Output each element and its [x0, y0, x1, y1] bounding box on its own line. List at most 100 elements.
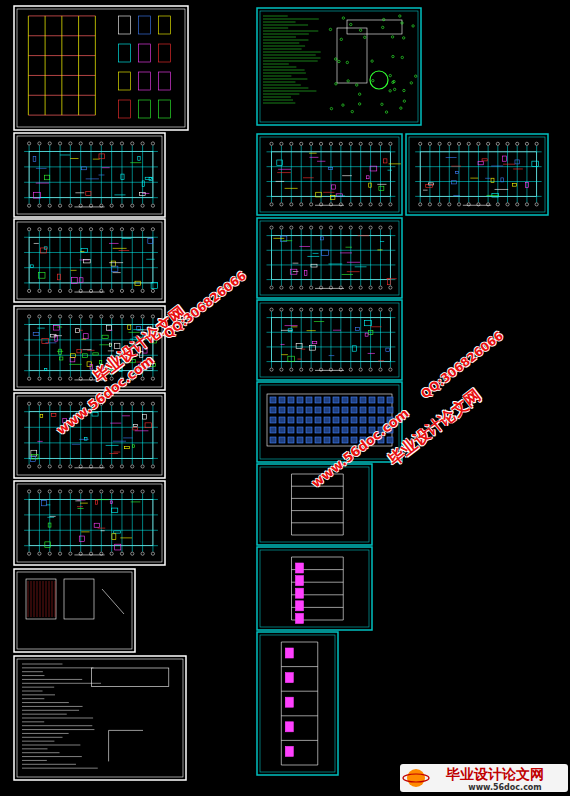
- drawing-line: [343, 474, 344, 535]
- axis-bubble: [151, 142, 154, 145]
- drawing-rect: [328, 168, 332, 170]
- tree-symbol: [385, 111, 387, 113]
- drawing-line: [449, 146, 450, 203]
- axis-bubble: [58, 204, 61, 207]
- drawing-line: [283, 240, 293, 241]
- drawing-rect: [369, 183, 371, 187]
- drawing-rect: [44, 175, 49, 180]
- tree-symbol: [400, 107, 402, 109]
- drawing-rect: [17, 659, 183, 777]
- tree-symbol: [372, 79, 374, 81]
- sheet-border: [14, 6, 188, 130]
- drawing-rect: [109, 343, 111, 346]
- drawing-line: [446, 157, 457, 158]
- drawing-rect: [285, 722, 293, 732]
- drawing-line: [78, 16, 79, 115]
- axis-bubble: [329, 308, 332, 311]
- drawing-rect: [79, 536, 84, 541]
- axis-bubble: [89, 142, 92, 145]
- drawing-rect: [322, 250, 329, 255]
- drawing-line: [267, 346, 396, 347]
- drawing-line: [142, 231, 143, 289]
- axis-bubble: [58, 289, 61, 292]
- drawing-line: [22, 721, 44, 722]
- drawing-line: [22, 737, 63, 738]
- axis-bubble: [141, 204, 144, 207]
- drawing-line: [346, 247, 352, 248]
- drawing-rect: [409, 137, 545, 212]
- drawing-line: [111, 406, 112, 465]
- drawing-line: [340, 312, 341, 368]
- axis-bubble: [69, 204, 72, 207]
- axis-bubble: [319, 368, 322, 371]
- axis-bubble: [329, 142, 332, 145]
- drawing-rect: [324, 397, 330, 403]
- axis-bubble: [38, 315, 41, 318]
- drawing-line: [342, 274, 353, 275]
- drawing-line: [24, 166, 158, 167]
- drawing-line: [451, 166, 461, 167]
- drawing-line: [360, 312, 361, 368]
- drawing-line: [146, 259, 154, 260]
- drawing-rect: [260, 137, 399, 212]
- axis-bubble: [28, 228, 31, 231]
- drawing-rect: [315, 397, 321, 403]
- axis-bubble: [310, 142, 313, 145]
- drawing-rect: [128, 325, 131, 330]
- sheet-border: [257, 632, 338, 775]
- drawing-rect: [42, 339, 48, 344]
- drawing-line: [70, 493, 71, 551]
- drawing-rect: [33, 332, 39, 335]
- drawing-line: [101, 530, 105, 531]
- drawing-rect: [81, 249, 87, 253]
- axis-bubble: [496, 203, 499, 206]
- drawing-rect: [297, 407, 303, 413]
- drawing-line: [267, 196, 396, 197]
- drawing-line: [22, 764, 76, 765]
- drawing-rect: [48, 523, 51, 527]
- axis-bubble: [48, 552, 51, 555]
- drawing-rect: [26, 579, 56, 619]
- axis-bubble: [110, 204, 113, 207]
- drawing-line: [263, 43, 299, 44]
- drawing-line: [311, 230, 312, 286]
- axis-bubble: [141, 402, 144, 405]
- drawing-rect: [288, 407, 294, 413]
- drawing-line: [75, 192, 84, 193]
- drawing-rect: [324, 427, 330, 433]
- axis-bubble: [28, 289, 31, 292]
- drawing-line: [415, 181, 541, 182]
- axis-bubble: [38, 142, 41, 145]
- drawing-line: [60, 493, 61, 551]
- axis-bubble: [349, 226, 352, 229]
- drawing-rect: [306, 407, 312, 413]
- axis-bubble: [359, 286, 362, 289]
- drawing-rect: [158, 72, 170, 90]
- drawing-line: [121, 406, 122, 465]
- axis-bubble: [280, 286, 283, 289]
- axis-bubble: [28, 490, 31, 493]
- drawing-line: [24, 182, 158, 183]
- axis-bubble: [300, 203, 303, 206]
- drawing-line: [49, 318, 50, 376]
- drawing-rect: [387, 437, 393, 443]
- drawing-line: [121, 493, 122, 551]
- drawing-line: [91, 231, 92, 289]
- drawing-line: [377, 184, 386, 185]
- drawing-line: [301, 349, 305, 350]
- drawing-line: [301, 230, 302, 286]
- axis-bubble: [506, 203, 509, 206]
- drawing-line: [49, 145, 50, 203]
- drawing-line: [486, 195, 498, 196]
- drawing-line: [69, 364, 81, 365]
- axis-bubble: [329, 286, 332, 289]
- drawing-rect: [33, 157, 36, 162]
- axis-bubble: [48, 465, 51, 468]
- drawing-line: [22, 745, 80, 746]
- drawing-line: [91, 493, 92, 551]
- drawing-line: [285, 188, 298, 189]
- drawing-line: [347, 262, 360, 263]
- drawing-line: [350, 146, 351, 203]
- drawing-rect: [58, 274, 61, 280]
- drawing-line: [22, 671, 43, 672]
